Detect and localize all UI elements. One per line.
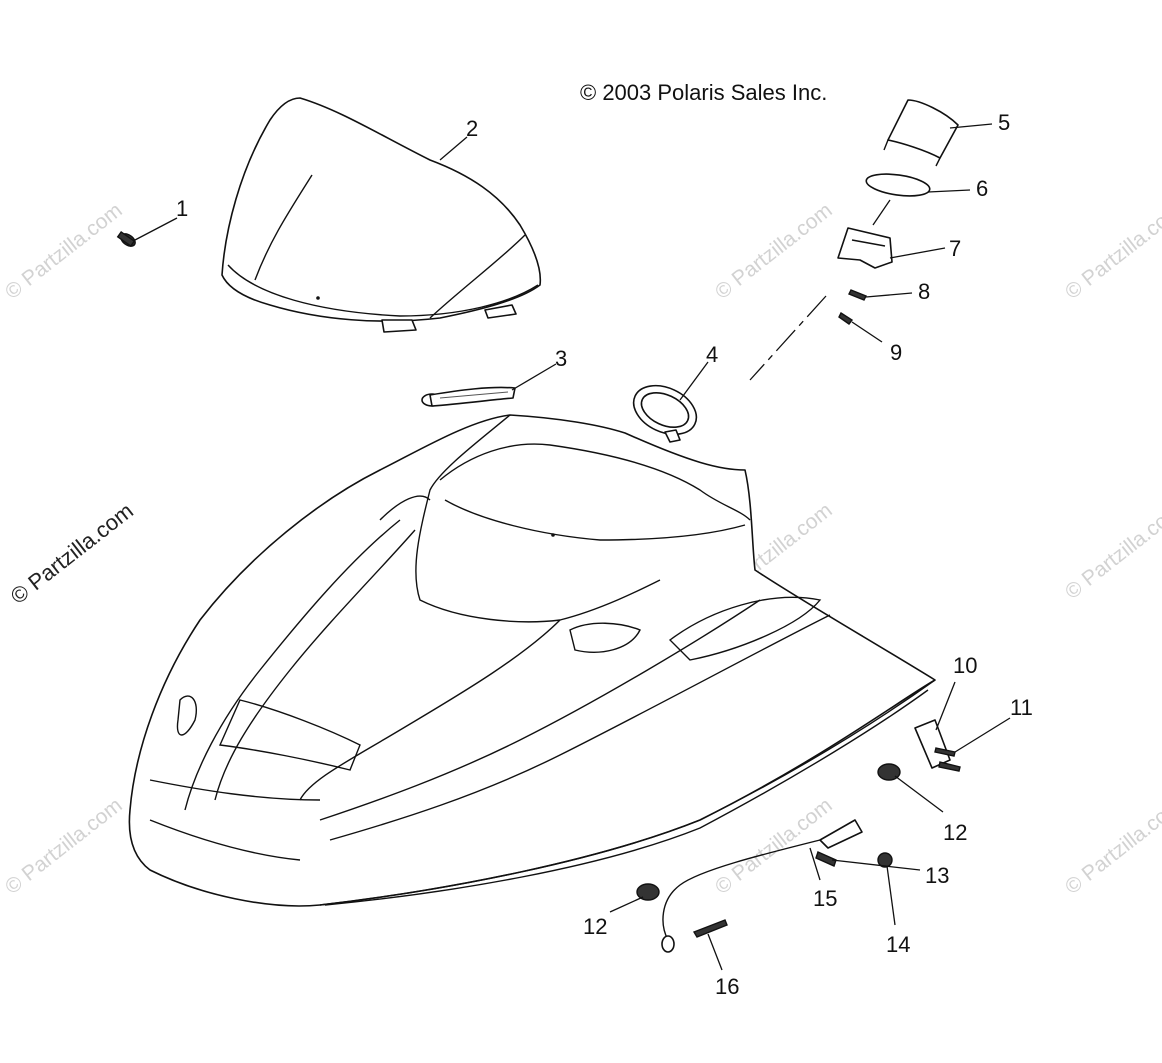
watermark: © Partzilla.com xyxy=(1061,499,1162,604)
callout-9: 9 xyxy=(890,340,902,365)
watermark: © Partzilla.com xyxy=(711,794,837,899)
callout-12: 12 xyxy=(943,820,967,845)
callout-16: 16 xyxy=(715,974,739,999)
grommet-part xyxy=(636,883,660,901)
callout-13: 13 xyxy=(925,863,949,888)
watermark: © Partzilla.com xyxy=(1061,794,1162,899)
watermark: © Partzilla.com xyxy=(1,199,127,304)
nut-part xyxy=(877,852,893,868)
callouts: 1 2 3 4 5 6 7 8 9 10 11 12 12 13 14 15 1… xyxy=(176,110,1033,999)
callout-1: 1 xyxy=(176,196,188,221)
leader-lines xyxy=(134,123,1011,971)
watermark-prominent: © Partzilla.com xyxy=(6,498,138,609)
gauge-ring-part xyxy=(632,384,698,443)
hood-part xyxy=(128,414,936,907)
callout-15: 15 xyxy=(813,886,837,911)
watermark: © Partzilla.com xyxy=(1,794,127,899)
screw-part xyxy=(938,761,961,772)
assembly-line xyxy=(872,199,891,226)
callout-7: 7 xyxy=(949,236,961,261)
copyright-text: © 2003 Polaris Sales Inc. xyxy=(580,80,827,105)
windshield-part xyxy=(221,97,542,333)
callout-8: 8 xyxy=(918,279,930,304)
callout-2: 2 xyxy=(466,116,478,141)
bolt-part xyxy=(815,851,837,867)
pin-part xyxy=(692,919,728,938)
callout-11: 11 xyxy=(1010,695,1033,720)
callout-5: 5 xyxy=(998,110,1010,135)
callout-12: 12 xyxy=(583,914,607,939)
assembly-line xyxy=(749,295,827,381)
gasket-part xyxy=(865,173,931,197)
grommet-part xyxy=(877,763,901,781)
screw-part xyxy=(934,747,956,757)
callout-10: 10 xyxy=(953,653,977,678)
pin-part xyxy=(838,311,854,325)
callout-14: 14 xyxy=(886,932,910,957)
tether-cable-part xyxy=(661,819,863,953)
callout-4: 4 xyxy=(706,342,718,367)
bracket-part xyxy=(914,719,951,769)
callout-6: 6 xyxy=(976,176,988,201)
rivet-part xyxy=(116,230,136,248)
latch-strap-part xyxy=(421,386,516,407)
gauge-housing-part xyxy=(837,227,893,269)
spring-part xyxy=(848,289,867,301)
gauge-cap-part xyxy=(883,99,959,167)
callout-3: 3 xyxy=(555,346,567,371)
watermark: © Partzilla.com xyxy=(711,199,837,304)
watermark: © Partzilla.com xyxy=(1061,199,1162,304)
